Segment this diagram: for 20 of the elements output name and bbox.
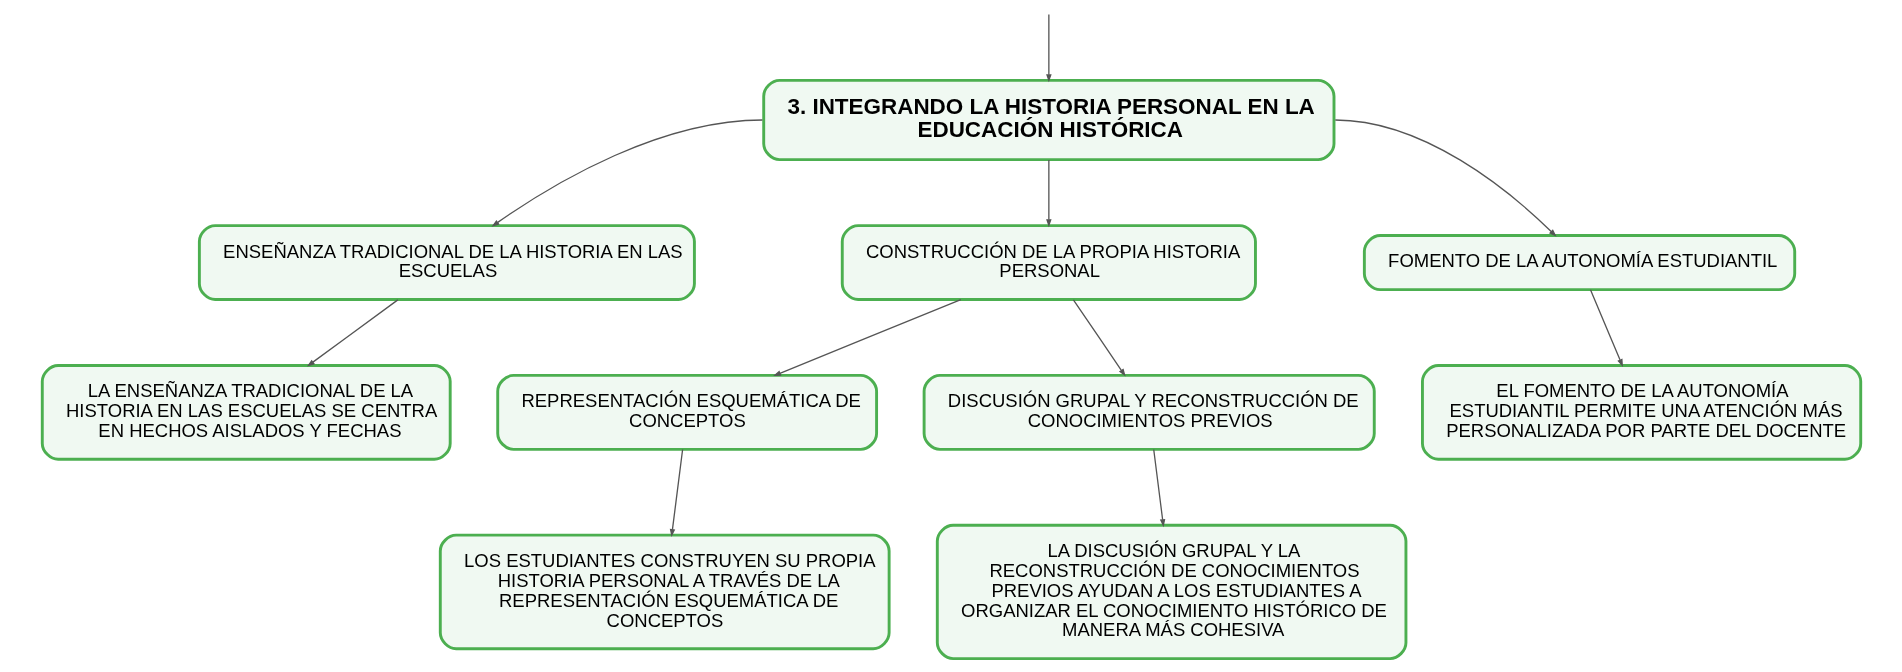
node-box: 3. INTEGRANDO LA HISTORIA PERSONAL EN LA EDUCACIÓN HISTÓRICA bbox=[761, 78, 1335, 162]
node-box: ENSEÑANZA TRADICIONAL DE LA HISTORIA EN LAS ESCUELAS bbox=[197, 224, 696, 301]
arrow bbox=[1334, 119, 1557, 237]
node-box: LA DISCUSIÓN GRUPAL Y LA RECONSTRUCCIÓN DE CONOCIMIENTOS PREVIOS AYUDAN A LOS ESTUDIANTES A ORGANIZAR EL CONOCIMIENTO HISTÓRICO DE MANERA MÁS COHESIVA bbox=[935, 523, 1407, 661]
node-box: EL FOMENTO DE LA AUTONOMÍA ESTUDIANTIL PERMITE UNA ATENCIÓN MÁS PERSONALIZADA POR PARTE DEL DOCENTE bbox=[1420, 364, 1862, 461]
arrow bbox=[306, 299, 398, 367]
node-box: LOS ESTUDIANTES CONSTRUYEN SU PROPIA HISTORIA PERSONAL A TRAVÉS DE LA REPRESENTACIÓN ESQUEMÁTICA DE CONCEPTOS bbox=[438, 533, 891, 651]
arrow bbox=[491, 119, 763, 227]
arrow bbox=[669, 448, 683, 537]
arrow bbox=[1045, 159, 1052, 228]
node-box: LA ENSEÑANZA TRADICIONAL DE LA HISTORIA EN LAS ESCUELAS SE CENTRA EN HECHOS AISLADOS Y FECHAS bbox=[40, 364, 452, 461]
node-box: CONSTRUCCIÓN DE LA PROPIA HISTORIA PERSONAL bbox=[840, 224, 1257, 301]
node-box: FOMENTO DE LA AUTONOMÍA ESTUDIANTIL bbox=[1362, 234, 1796, 292]
arrow bbox=[1152, 448, 1165, 528]
arrow bbox=[1589, 289, 1623, 367]
node-box: REPRESENTACIÓN ESQUEMÁTICA DE CONCEPTOS bbox=[495, 373, 878, 451]
arrow bbox=[1045, 13, 1052, 83]
arrow bbox=[1072, 299, 1126, 377]
node-box: DISCUSIÓN GRUPAL Y RECONSTRUCCIÓN DE CONOCIMIENTOS PREVIOS bbox=[922, 373, 1376, 451]
arrow bbox=[772, 299, 961, 377]
